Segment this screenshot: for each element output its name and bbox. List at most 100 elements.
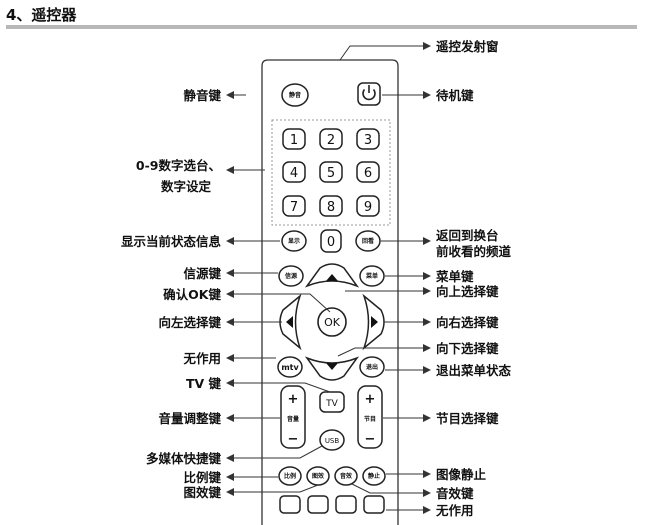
digit-button-0[interactable]: 0 — [320, 229, 342, 253]
label-source: 信源键 — [183, 266, 221, 281]
recall-button-label: 回看 — [362, 237, 374, 245]
tv-button-label: TV — [325, 399, 338, 409]
mtv-button[interactable]: mtv — [277, 356, 303, 378]
recall-button[interactable]: 回看 — [355, 230, 381, 252]
digit-panel — [271, 119, 391, 226]
blank-button-1[interactable] — [279, 495, 301, 514]
digit-label: 6 — [364, 166, 372, 181]
ok-button-label: OK — [324, 316, 341, 329]
digit-label: 8 — [327, 200, 335, 215]
source-button[interactable]: 信源 — [278, 265, 304, 287]
volume-rocker[interactable]: + 音量 − — [280, 385, 306, 449]
digit-button-7[interactable]: 7 — [282, 195, 306, 217]
digit-label: 3 — [364, 133, 372, 148]
label-no-function-right: 无作用 — [435, 503, 474, 518]
volume-label: 音量 — [287, 415, 299, 423]
label-mute: 静音键 — [183, 88, 221, 103]
digit-button-1[interactable]: 1 — [282, 128, 306, 150]
digit-button-8[interactable]: 8 — [319, 195, 343, 217]
display-button[interactable]: 显示 — [281, 230, 307, 252]
channel-down-label: − — [365, 432, 376, 447]
mute-button[interactable]: 静音 — [281, 83, 309, 107]
picture-button[interactable]: 图效 — [306, 466, 330, 486]
label-volume: 音量调整键 — [158, 411, 221, 426]
label-tv: TV 键 — [186, 376, 222, 391]
label-sound: 音效键 — [436, 486, 474, 501]
digit-button-4[interactable]: 4 — [282, 161, 306, 183]
up-arrow-icon — [326, 274, 338, 281]
mute-button-label: 静音 — [289, 91, 301, 99]
right-arrow-icon — [371, 316, 378, 328]
blank-button-4[interactable] — [363, 495, 385, 514]
leader-tv — [226, 379, 331, 393]
label-recall-1: 返回到换台 — [436, 228, 499, 243]
sound-button-label: 音效 — [340, 472, 352, 480]
sound-button[interactable]: 音效 — [334, 466, 358, 486]
blank-button-2[interactable] — [307, 495, 329, 514]
left-arrow-icon — [286, 316, 293, 328]
digit-label: 1 — [290, 133, 298, 148]
label-left: 向左选择键 — [158, 315, 221, 330]
volume-down-label: − — [288, 432, 299, 447]
label-window: 遥控发射窗 — [436, 39, 499, 54]
leader-sound — [351, 483, 431, 497]
leader-picture — [226, 484, 319, 496]
volume-up-label: + — [288, 392, 299, 407]
digit-button-2[interactable]: 2 — [319, 128, 343, 150]
power-icon — [362, 85, 376, 101]
label-standby: 待机键 — [436, 88, 474, 103]
digit-button-9[interactable]: 9 — [356, 195, 380, 217]
digit-label: 0 — [327, 235, 335, 250]
label-freeze: 图像静止 — [436, 467, 487, 482]
freeze-button[interactable]: 静止 — [362, 466, 386, 486]
ratio-button-label: 比例 — [284, 472, 296, 480]
leader-ok — [226, 290, 331, 313]
ratio-button[interactable]: 比例 — [278, 466, 302, 486]
digit-label: 7 — [290, 200, 298, 215]
ir-window-curve — [339, 45, 405, 61]
label-ok: 确认OK键 — [163, 287, 221, 302]
label-right: 向右选择键 — [436, 315, 499, 330]
label-menu: 菜单键 — [435, 269, 474, 284]
label-down: 向下选择键 — [436, 341, 499, 356]
digit-label: 4 — [290, 166, 298, 181]
leader-usb — [226, 445, 323, 462]
tv-button[interactable]: TV — [319, 391, 345, 413]
label-picture: 图效键 — [183, 485, 221, 500]
label-exit: 退出菜单状态 — [436, 363, 512, 378]
label-recall-2: 前收看的频道 — [436, 244, 512, 259]
label-no-function-left: 无作用 — [182, 351, 221, 366]
picture-button-label: 图效 — [312, 472, 324, 480]
exit-button-label: 退出 — [366, 363, 378, 371]
section-rule — [6, 25, 637, 29]
menu-button-label: 菜单 — [365, 272, 378, 280]
label-display: 显示当前状态信息 — [121, 234, 222, 249]
ok-button[interactable]: OK — [317, 307, 347, 337]
display-button-label: 显示 — [288, 237, 300, 245]
digit-label: 9 — [364, 200, 372, 215]
power-button[interactable] — [357, 82, 381, 106]
label-media: 多媒体快捷键 — [146, 451, 222, 466]
channel-rocker[interactable]: + 节目 − — [357, 385, 383, 449]
digit-button-3[interactable]: 3 — [356, 128, 380, 150]
digit-button-6[interactable]: 6 — [356, 161, 380, 183]
channel-label: 节目 — [364, 415, 376, 423]
usb-button[interactable]: USB — [319, 429, 345, 451]
digit-label: 5 — [327, 166, 335, 181]
label-channel: 节目选择键 — [436, 411, 499, 426]
digit-label: 2 — [327, 133, 335, 148]
channel-up-label: + — [365, 392, 376, 407]
blank-button-3[interactable] — [335, 495, 357, 514]
digit-button-5[interactable]: 5 — [319, 161, 343, 183]
source-button-label: 信源 — [285, 272, 297, 280]
menu-button[interactable]: 菜单 — [359, 265, 385, 287]
exit-button[interactable]: 退出 — [359, 356, 385, 378]
freeze-button-label: 静止 — [368, 472, 380, 480]
leader-down — [337, 344, 431, 357]
label-digits-2: 数字设定 — [160, 179, 212, 194]
usb-button-label: USB — [325, 437, 340, 445]
mtv-button-label: mtv — [281, 363, 299, 372]
down-arrow-icon — [326, 363, 338, 370]
section-title: 4、遥控器 — [6, 6, 77, 24]
